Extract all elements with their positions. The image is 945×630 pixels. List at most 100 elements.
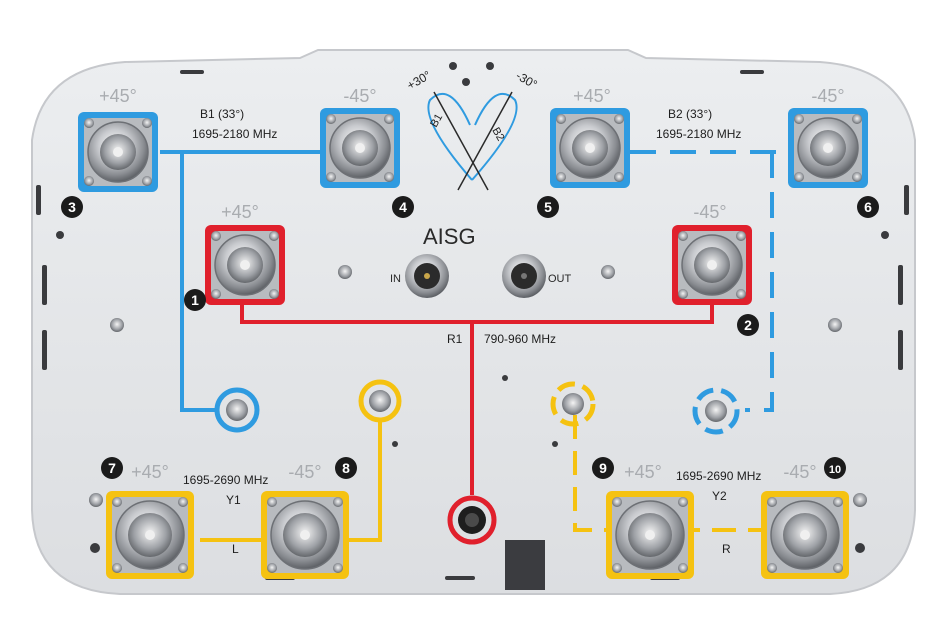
- port-7[interactable]: [106, 491, 194, 579]
- aisg-out-connector[interactable]: [502, 254, 546, 298]
- port-bolt: [211, 231, 221, 241]
- port-number: 4: [399, 199, 407, 215]
- connector-pin: [800, 530, 810, 540]
- port-bolt: [178, 497, 188, 507]
- port-bolt: [678, 289, 688, 299]
- port-bolt: [556, 172, 566, 182]
- screws: [89, 265, 867, 534]
- port-bolt: [333, 563, 343, 573]
- port-polarization-label: -45°: [693, 202, 726, 222]
- beam-b2-label: B2: [489, 126, 506, 144]
- port-bolt: [384, 114, 394, 124]
- port-bolt: [267, 497, 277, 507]
- aisg-in-connector[interactable]: [405, 254, 449, 298]
- panel-slots: [36, 62, 909, 580]
- connector-pin: [300, 530, 310, 540]
- port-bolt: [767, 563, 777, 573]
- port-number-badge: 9: [592, 457, 614, 479]
- port-bolt: [852, 172, 862, 182]
- port-bolt: [178, 563, 188, 573]
- port-1[interactable]: [205, 225, 285, 305]
- port-number: 3: [68, 199, 76, 215]
- b2-name: B2 (33°): [668, 107, 712, 121]
- red-line-r1: [240, 300, 714, 495]
- connector-pin: [240, 260, 250, 270]
- port-8[interactable]: [261, 491, 349, 579]
- port-number: 8: [342, 460, 350, 476]
- aisg-in-label: IN: [390, 273, 401, 285]
- port-polarization-label: +45°: [624, 462, 662, 482]
- screw-rings: [214, 379, 740, 545]
- port-number-badge: 10: [824, 457, 846, 479]
- b1-freq: 1695-2180 MHz: [192, 127, 277, 141]
- aisg-title: AISG: [423, 224, 476, 249]
- connector-pin: [707, 260, 717, 270]
- connector-pin: [355, 143, 365, 153]
- port-bolt: [112, 497, 122, 507]
- port-polarization-label: -45°: [343, 86, 376, 106]
- port-2[interactable]: [672, 225, 752, 305]
- port-bolt: [142, 176, 152, 186]
- b1-name: B1 (33°): [200, 107, 244, 121]
- port-number: 6: [864, 199, 872, 215]
- port-bolt: [794, 114, 804, 124]
- port-number: 1: [191, 292, 199, 308]
- port-polarization-label: -45°: [288, 462, 321, 482]
- port-bolt: [852, 114, 862, 124]
- port-bolt: [556, 114, 566, 124]
- y1-name: Y1: [226, 493, 241, 507]
- port-polarization-label: +45°: [573, 86, 611, 106]
- port-bolt: [833, 497, 843, 507]
- port-bolt: [267, 563, 277, 573]
- port-3[interactable]: [78, 112, 158, 192]
- port-polarization-label: -45°: [811, 86, 844, 106]
- connector-pin: [585, 143, 595, 153]
- radiation-diagram: [427, 91, 518, 191]
- port-bolt: [333, 497, 343, 507]
- right-label: R: [722, 542, 731, 556]
- port-number: 9: [599, 460, 607, 476]
- port-bolt: [326, 172, 336, 182]
- port-bolt: [678, 231, 688, 241]
- port-number: 2: [744, 317, 752, 333]
- port-bolt: [142, 118, 152, 128]
- y1-freq: 1695-2690 MHz: [183, 473, 268, 487]
- port-number-badge: 6: [857, 196, 879, 218]
- beam-b1-label: B1: [428, 112, 445, 130]
- port-bolt: [326, 114, 336, 124]
- label-strip: [505, 540, 545, 590]
- port-number: 5: [544, 199, 552, 215]
- port-number-badge: 4: [392, 196, 414, 218]
- port-bolt: [84, 176, 94, 186]
- port-number-badge: 8: [335, 457, 357, 479]
- aisg-out-label: OUT: [548, 273, 572, 285]
- port-9[interactable]: [606, 491, 694, 579]
- port-bolt: [269, 289, 279, 299]
- port-bolt: [614, 172, 624, 182]
- port-10[interactable]: [761, 491, 849, 579]
- port-bolt: [678, 497, 688, 507]
- port-bolt: [833, 563, 843, 573]
- port-bolt: [736, 231, 746, 241]
- port-number: 10: [829, 464, 841, 476]
- port-6[interactable]: [788, 108, 868, 188]
- y2-freq: 1695-2690 MHz: [676, 469, 761, 483]
- ports: +45° 1 -45° 2 +45° 3 -45° 4 +45° 5 -45° 6 +45° 7 -45° 8…: [61, 86, 879, 579]
- port-4[interactable]: [320, 108, 400, 188]
- port-bolt: [736, 289, 746, 299]
- port-bolt: [767, 497, 777, 507]
- port-number: 7: [108, 460, 116, 476]
- port-polarization-label: +45°: [221, 202, 259, 222]
- connector-pin: [645, 530, 655, 540]
- r1-name: R1: [447, 332, 463, 346]
- port-polarization-label: +45°: [131, 462, 169, 482]
- port-bolt: [612, 497, 622, 507]
- port-bolt: [794, 172, 804, 182]
- port-bolt: [269, 231, 279, 241]
- port-number-badge: 7: [101, 457, 123, 479]
- port-5[interactable]: [550, 108, 630, 188]
- port-number-badge: 2: [737, 314, 759, 336]
- b2-freq: 1695-2180 MHz: [656, 127, 741, 141]
- connector-pin: [823, 143, 833, 153]
